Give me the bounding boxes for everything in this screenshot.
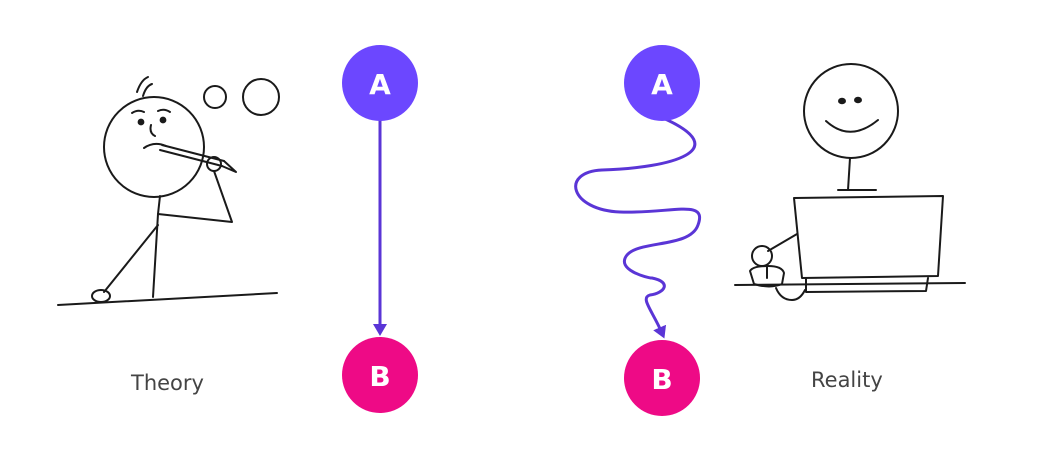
reality-node-b [624, 340, 700, 416]
theory-node-b-label: B [369, 360, 390, 393]
theory-caption: Theory [131, 371, 204, 395]
reality-caption: Reality [811, 368, 883, 392]
theory-node-b [342, 337, 418, 413]
theory-node-a-label: A [369, 68, 391, 101]
reality-node-a [624, 45, 700, 121]
laptop-figure-illustration [734, 63, 966, 301]
reality-node-a-label: A [651, 68, 673, 101]
theory-node-a [342, 45, 418, 121]
thinking-figure-illustration [57, 76, 280, 306]
reality-node-b-label: B [651, 363, 672, 396]
reality-winding-path [574, 116, 702, 339]
